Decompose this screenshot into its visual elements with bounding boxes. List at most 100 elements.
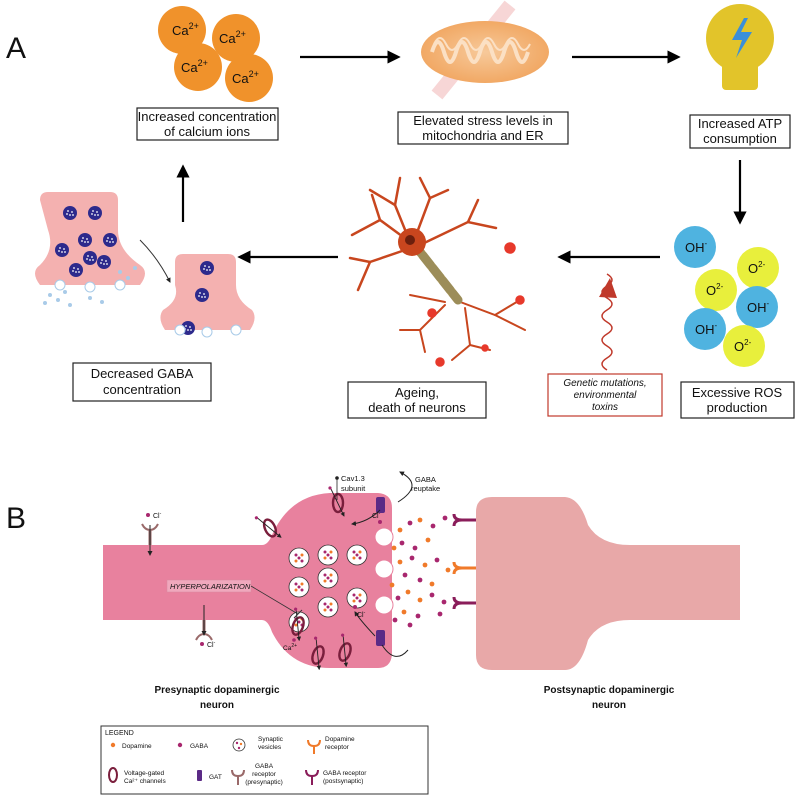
svg-text:consumption: consumption (703, 131, 777, 146)
voltage-gated-ca-channel-icon (291, 607, 305, 642)
gaba-icon (177, 742, 183, 748)
gaba-molecule (441, 599, 447, 605)
svg-text:receptor: receptor (325, 744, 350, 751)
presynaptic-title: Presynaptic dopaminergic neuron (154, 685, 279, 711)
svg-text:GABA: GABA (255, 763, 274, 770)
dopamine-molecule (417, 597, 423, 603)
panel-b-label: B (6, 502, 26, 535)
svg-text:subunit: subunit (341, 484, 366, 493)
dopamine-molecule (445, 567, 451, 573)
svg-text:O2-: O2- (748, 260, 766, 276)
synapse-full-icon (35, 192, 145, 307)
svg-text:Synaptic: Synaptic (258, 736, 284, 743)
svg-text:Decreased GABA: Decreased GABA (91, 366, 194, 381)
box-gaba: Decreased GABA concentration (72, 362, 212, 402)
voltage-gated-ca-channel-icon (254, 516, 282, 538)
svg-text:Cl-: Cl- (153, 511, 162, 520)
svg-text:of calcium ions: of calcium ions (164, 124, 250, 139)
svg-text:Voltage-gated: Voltage-gated (124, 770, 165, 777)
synaptic-vesicle (317, 567, 339, 589)
synaptic-vesicle (288, 547, 310, 569)
gat-transporter-icon (351, 497, 385, 526)
gaba-receptor-presynaptic-icon: Cl- (195, 605, 216, 649)
svg-text:neuron: neuron (200, 700, 234, 711)
svg-text:Elevated stress levels in: Elevated stress levels in (413, 113, 552, 128)
svg-text:reuptake: reuptake (411, 484, 440, 493)
svg-text:GAT: GAT (209, 774, 222, 781)
gaba-vesicle (103, 233, 117, 247)
dopamine-molecule (422, 562, 428, 568)
svg-text:concentration: concentration (103, 382, 181, 397)
svg-text:GABA: GABA (190, 743, 209, 750)
ros-molecule: OH- (674, 226, 716, 268)
gaba-vesicle (97, 255, 111, 269)
dopamine-molecule (389, 582, 395, 588)
gaba-receptor-postsynaptic-legend-icon (305, 769, 319, 785)
cav13-subunit-label: Cav1.3 subunit (335, 474, 366, 500)
gaba-receptor-presynaptic-icon: Cl- (141, 511, 162, 556)
ca-influx-label: Ca2+ (283, 638, 297, 652)
dopamine-molecule (391, 545, 397, 551)
svg-text:Ca2+: Ca2+ (283, 643, 297, 652)
box-ageing: Ageing, death of neurons (347, 381, 487, 419)
dopamine-molecule (429, 581, 435, 587)
synapse-reduced-icon (160, 254, 255, 338)
gaba-molecule (407, 520, 413, 526)
postsynaptic-neuron-shape (476, 497, 740, 670)
synaptic-vesicle-icon (232, 738, 246, 752)
svg-text:Cl-: Cl- (207, 640, 216, 649)
svg-text:OH-: OH- (685, 239, 708, 255)
gaba-molecule (392, 617, 398, 623)
gaba-receptor-presynaptic-legend-icon (231, 769, 245, 785)
cl-ion-label: Cl- Cl- (353, 511, 382, 619)
gat-legend-icon (197, 770, 202, 781)
box-genetic-mutations: Genetic mutations, environmental toxins (547, 373, 663, 417)
dopamine-molecule (405, 589, 411, 595)
panel-a-label: A (6, 32, 26, 65)
svg-text:Ca2+: Ca2+ (172, 21, 199, 38)
mitochondrion-icon (421, 0, 549, 100)
svg-text:HYPERPOLARIZATION: HYPERPOLARIZATION (170, 582, 251, 591)
synaptic-vesicle (317, 596, 339, 618)
gaba-molecule (409, 555, 415, 561)
gaba-vesicle (63, 206, 77, 220)
release-sites (374, 527, 394, 615)
legend: LEGEND Dopamine GABA Synaptic vesicles D… (100, 725, 429, 795)
svg-text:Genetic mutations,: Genetic mutations, (563, 378, 646, 389)
svg-text:O2-: O2- (706, 282, 724, 298)
svg-text:neuron: neuron (592, 700, 626, 711)
synaptic-vesicle (288, 576, 310, 598)
svg-text:production: production (707, 400, 768, 415)
calcium-ion: Ca2+ (174, 43, 222, 91)
box-calcium: Increased concentration of calcium ions (136, 107, 279, 141)
gat-transporter-icon (354, 611, 409, 657)
svg-text:(presynaptic): (presynaptic) (245, 779, 283, 786)
dopamine-receptor-icon (452, 561, 476, 575)
gaba-vesicle (69, 263, 83, 277)
svg-text:Ca2+: Ca2+ (219, 29, 246, 46)
ros-species-group: OH-O2-O2-OH-OH-O2- (674, 226, 779, 367)
synaptic-vesicles-group (288, 544, 368, 633)
svg-text:(postsynaptic): (postsynaptic) (323, 778, 363, 785)
calcium-ions-group: Ca2+ Ca2+ Ca2+ Ca2+ (158, 6, 273, 102)
neuron-icon (348, 176, 526, 367)
svg-text:Cav1.3: Cav1.3 (341, 474, 365, 483)
dopamine-molecule (401, 609, 407, 615)
ros-molecule: OH- (684, 308, 726, 350)
svg-text:Cl-: Cl- (372, 511, 381, 520)
gaba-molecule (437, 611, 443, 617)
flow-arrows (176, 50, 747, 264)
gaba-vesicle (83, 251, 97, 265)
gaba-vesicle (200, 261, 214, 275)
dopamine-molecule (417, 517, 423, 523)
svg-text:Ca2+: Ca2+ (232, 69, 259, 86)
svg-text:OH-: OH- (747, 299, 770, 315)
dopamine-molecule (425, 537, 431, 543)
svg-text:Excessive ROS: Excessive ROS (692, 385, 783, 400)
ca-channel-legend-icon (108, 767, 118, 783)
synaptic-vesicle (317, 544, 339, 566)
svg-text:environmental: environmental (574, 390, 638, 401)
box-ros: Excessive ROS production (680, 381, 795, 419)
svg-text:vesicles: vesicles (258, 744, 282, 751)
